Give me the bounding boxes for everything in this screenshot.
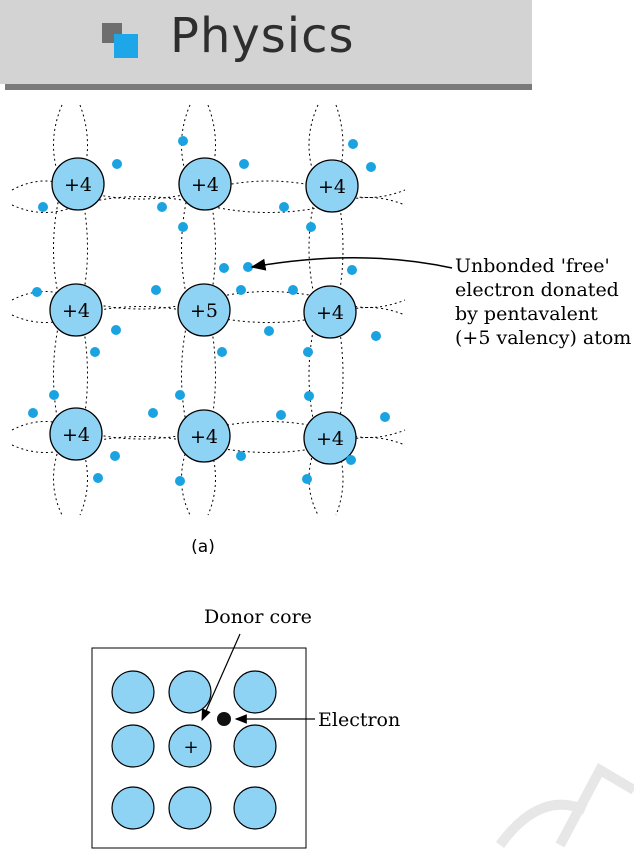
- electron-label: Electron: [318, 709, 400, 731]
- atom-r1-c2: +4: [178, 157, 232, 211]
- atom-r2-c1: +4: [49, 283, 103, 337]
- annotation-line-2: electron donated: [455, 279, 619, 301]
- free-electron-arrow: [250, 257, 453, 271]
- header-rule: [5, 84, 532, 90]
- atom-r3-c1: +4: [49, 407, 103, 461]
- watermark: [495, 763, 634, 848]
- logo-blue-square: [114, 34, 138, 58]
- page-title: Physics: [170, 8, 355, 64]
- donor-core-symbol: +: [183, 737, 198, 758]
- atom-r2-c3: +4: [303, 285, 357, 339]
- donor-atoms: [111, 670, 277, 830]
- atom-r1-c1: +4: [51, 157, 105, 211]
- page-header: [0, 0, 532, 84]
- donor-core-arrow: [201, 633, 241, 722]
- atom-label: +4: [316, 428, 344, 450]
- annotation-line-3: by pentavalent: [455, 303, 598, 325]
- atom-label: +4: [62, 424, 90, 446]
- free-electron: [243, 262, 253, 272]
- atom-label: +4: [191, 174, 219, 196]
- annotation-line-4: (+5 valency) atom: [455, 327, 631, 349]
- figure-caption-a: (a): [191, 537, 215, 557]
- atom-label: +4: [64, 174, 92, 196]
- atom-label: +5: [190, 300, 218, 322]
- atom-label: +4: [316, 302, 344, 324]
- atom-r3-c2: +4: [177, 409, 231, 463]
- atom-r3-c3: +4: [303, 411, 357, 465]
- atom-r2-c2-donor: +5: [177, 283, 231, 337]
- atom-label: +4: [318, 176, 346, 198]
- annotation-line-1: Unbonded 'free': [455, 255, 610, 277]
- atom-label: +4: [62, 300, 90, 322]
- free-electron-annotation: Unbonded 'free' electron donated by pent…: [455, 255, 631, 349]
- bond-electrons: [28, 136, 390, 486]
- atom-label: +4: [190, 426, 218, 448]
- atom-r1-c3: +4: [305, 159, 359, 213]
- donor-electron: [217, 712, 231, 726]
- donor-core-label: Donor core: [204, 606, 312, 628]
